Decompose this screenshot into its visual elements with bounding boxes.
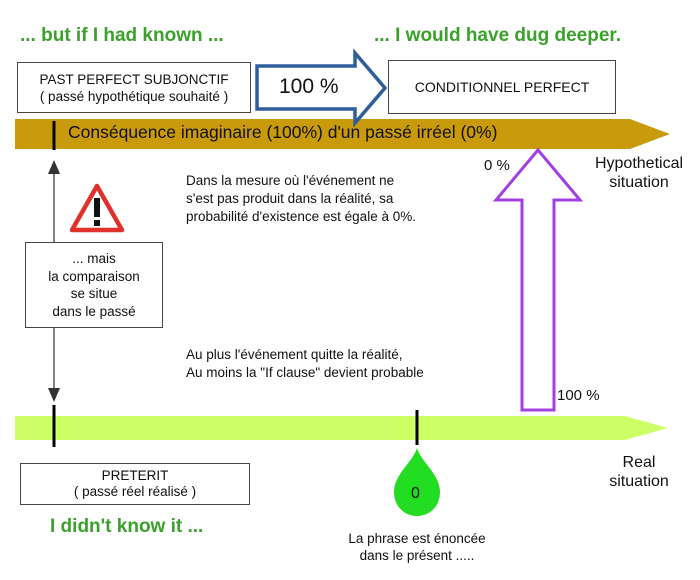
preterit-subtitle: ( passé réel réalisé ): [73, 484, 197, 499]
past-perfect-subtitle: ( passé hypothétique souhaité ): [39, 88, 229, 104]
hypothetical-line-2: situation: [609, 174, 669, 191]
drop-zero-label: 0: [411, 485, 420, 502]
phrase-note: La phrase est énoncée dans le présent ..…: [345, 530, 489, 564]
probability-note-line-3: probabilité d'existence est égale à 0%.: [186, 209, 416, 224]
conditionnel-perfect-title: CONDITIONNEL PERFECT: [414, 78, 590, 95]
hypothetical-situation-label: Hypothetical situation: [586, 154, 692, 192]
gold-timeline-arrow: [15, 119, 670, 149]
past-perfect-box: PAST PERFECT SUBJONCTIF ( passé hypothét…: [17, 62, 251, 113]
phrase-note-line-2: dans le présent .....: [359, 548, 475, 563]
arrowhead-down: [48, 388, 60, 402]
zero-percent-label: 0 %: [484, 157, 510, 174]
if-clause-note-line-1: Au plus l'événement quitte la réalité,: [186, 347, 403, 362]
heading-didnt-know-it: I didn't know it ...: [50, 516, 204, 537]
hundred-percent-label: 100 %: [557, 387, 600, 404]
if-clause-note: Au plus l'événement quitte la réalité, A…: [186, 346, 424, 382]
real-line-2: situation: [609, 473, 669, 490]
heading-would-have-dug-deeper: ... I would have dug deeper.: [374, 25, 622, 46]
preterit-box: PRETERIT ( passé réel réalisé ): [20, 463, 250, 505]
mais-line-1: ... mais: [72, 251, 116, 266]
green-drop-icon: [394, 448, 440, 516]
real-line-1: Real: [622, 454, 656, 471]
purple-up-arrow: [492, 147, 584, 412]
heading-but-if-i-had-known: ... but if I had known ...: [20, 25, 224, 46]
hypothetical-line-1: Hypothetical: [594, 155, 684, 172]
probability-note: Dans la mesure où l'événement ne s'est p…: [186, 172, 416, 226]
mais-line-4: dans le passé: [52, 303, 136, 319]
probability-note-line-2: s'est pas produit dans la réalité, sa: [186, 191, 394, 206]
top-bar-label: Conséquence imaginaire (100%) d'un passé…: [68, 122, 498, 142]
warning-triangle-icon: [69, 183, 125, 233]
hundred-arrow-label: 100 %: [279, 75, 339, 98]
mais-line-2: la comparaison: [48, 268, 140, 284]
past-perfect-title: PAST PERFECT SUBJONCTIF: [39, 71, 229, 87]
real-situation-label: Real situation: [598, 453, 680, 491]
mais-line-3: se situe: [70, 286, 118, 301]
probability-note-line-1: Dans la mesure où l'événement ne: [186, 173, 395, 188]
real-timeline-arrow: [15, 416, 668, 440]
arrowhead-up: [48, 160, 60, 174]
phrase-note-line-1: La phrase est énoncée: [348, 531, 486, 546]
hundred-percent-arrow: [255, 48, 388, 128]
conditionnel-perfect-box: CONDITIONNEL PERFECT: [388, 60, 616, 114]
if-clause-note-line-2: Au moins la "If clause" devient probable: [186, 365, 424, 380]
preterit-title: PRETERIT: [101, 468, 169, 483]
comparison-past-box: ... mais la comparaison se situe dans le…: [25, 242, 163, 328]
